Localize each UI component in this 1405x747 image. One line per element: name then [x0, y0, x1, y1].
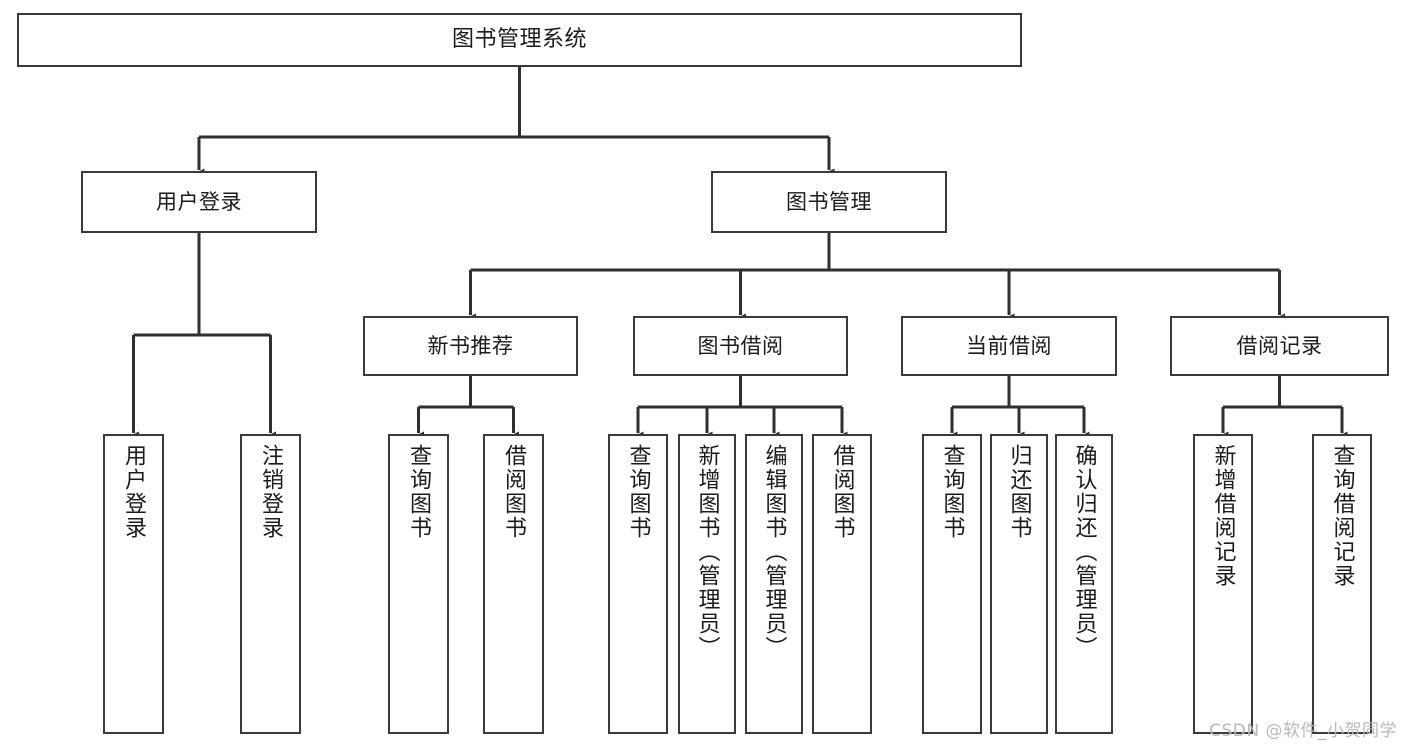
- node-label: 当前借阅: [966, 333, 1052, 358]
- node-label: 查询借阅记录: [1329, 444, 1355, 588]
- node-l2_3[interactable]: 借阅记录: [1170, 316, 1389, 376]
- node-leaf_4[interactable]: 查询图书: [608, 434, 668, 734]
- node-l2_0[interactable]: 新书推荐: [363, 316, 578, 376]
- node-l1_1[interactable]: 图书管理: [711, 171, 947, 233]
- node-label: 图书管理系统: [451, 27, 587, 53]
- node-label: 用户登录: [121, 444, 147, 540]
- node-leaf_2[interactable]: 查询图书: [388, 434, 449, 734]
- node-leaf_11[interactable]: 新增借阅记录: [1193, 434, 1253, 734]
- node-leaf_0[interactable]: 用户登录: [103, 434, 164, 734]
- node-label: 查询图书: [939, 444, 965, 540]
- node-leaf_7[interactable]: 借阅图书: [812, 434, 872, 734]
- node-label: 新增图书（管理员）: [694, 444, 720, 660]
- node-label: 确认归还（管理员）: [1071, 444, 1097, 660]
- node-label: 编辑图书（管理员）: [761, 444, 787, 660]
- node-l1_0[interactable]: 用户登录: [81, 171, 317, 233]
- node-label: 归还图书: [1006, 444, 1032, 540]
- node-label: 图书借阅: [697, 333, 784, 358]
- node-leaf_6[interactable]: 编辑图书（管理员）: [745, 434, 803, 734]
- node-leaf_5[interactable]: 新增图书（管理员）: [678, 434, 736, 734]
- node-label: 新增借阅记录: [1210, 444, 1236, 588]
- csdn-watermark: CSDN @软件_小贺同学: [1209, 721, 1397, 741]
- node-label: 借阅记录: [1236, 333, 1323, 358]
- node-label: 查询图书: [625, 444, 651, 540]
- node-label: 借阅图书: [829, 444, 855, 540]
- node-label: 注销登录: [258, 444, 284, 540]
- node-label: 用户登录: [156, 189, 242, 214]
- node-leaf_10[interactable]: 确认归还（管理员）: [1055, 434, 1113, 734]
- node-label: 查询图书: [406, 444, 432, 540]
- node-leaf_8[interactable]: 查询图书: [922, 434, 982, 734]
- node-l2_2[interactable]: 当前借阅: [901, 316, 1117, 376]
- node-label: 新书推荐: [427, 333, 514, 358]
- node-leaf_1[interactable]: 注销登录: [240, 434, 301, 734]
- node-label: 借阅图书: [501, 444, 527, 540]
- node-leaf_12[interactable]: 查询借阅记录: [1312, 434, 1372, 734]
- node-l2_1[interactable]: 图书借阅: [633, 316, 848, 376]
- node-leaf_3[interactable]: 借阅图书: [483, 434, 544, 734]
- node-leaf_9[interactable]: 归还图书: [990, 434, 1048, 734]
- node-label: 图书管理: [786, 189, 872, 214]
- node-root[interactable]: 图书管理系统: [17, 13, 1022, 67]
